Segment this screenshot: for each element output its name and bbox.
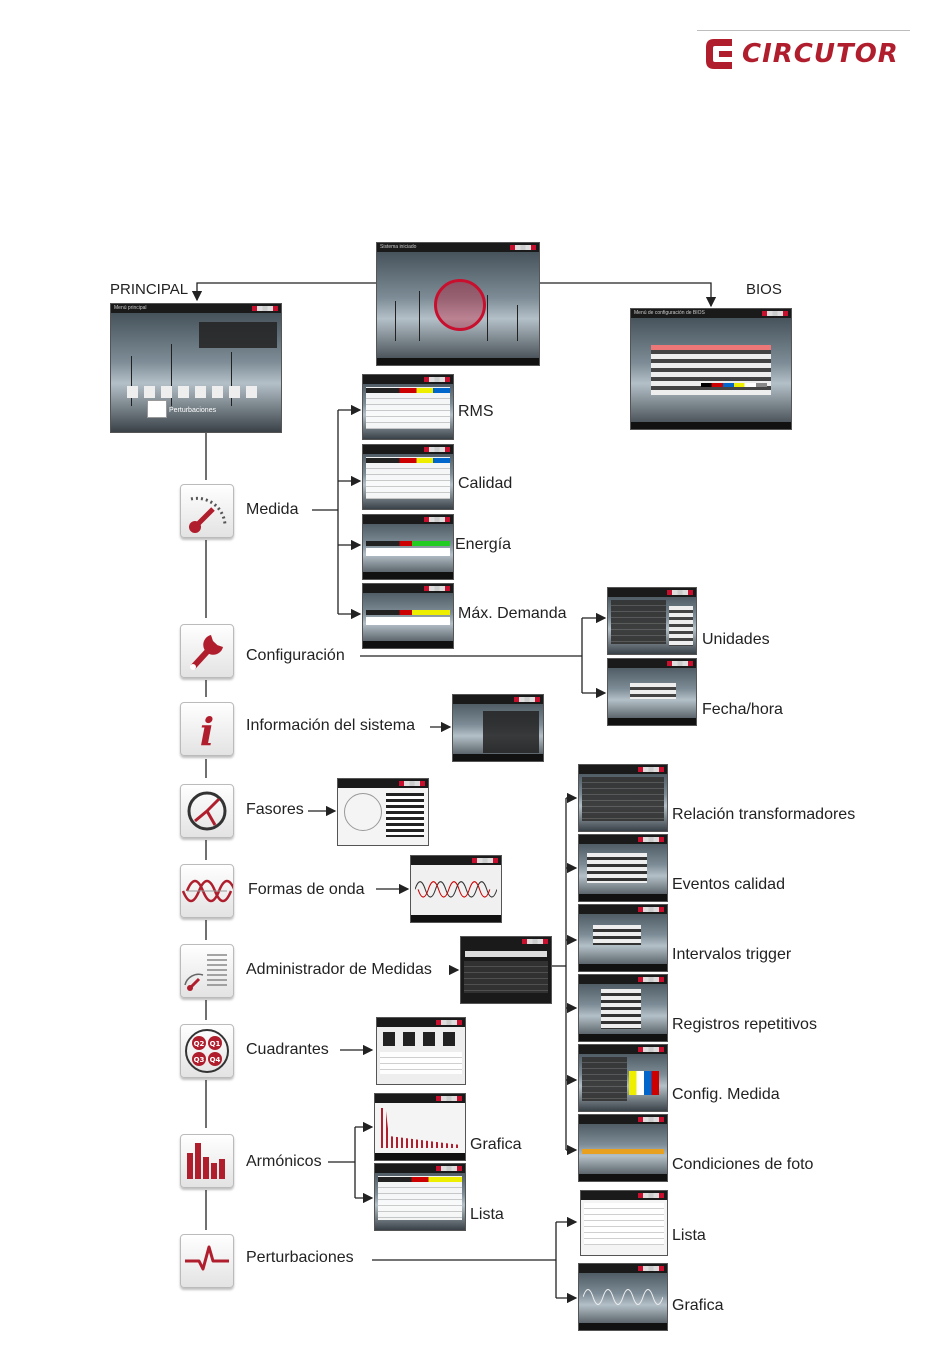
informacion-screenshot[interactable] — [452, 694, 544, 762]
principal-label: PRINCIPAL — [110, 281, 189, 298]
registros-repetitivos-screenshot[interactable] — [578, 974, 668, 1042]
principal-menu-screenshot[interactable]: Menú principal Perturbaciones — [110, 303, 282, 433]
cuadrantes-icon[interactable]: Q2 Q1 Q3 Q4 — [180, 1024, 234, 1078]
admin-sub-relacion: Relación transformadores — [672, 806, 856, 823]
administrador-screenshot[interactable] — [460, 936, 552, 1004]
armonicos-grafica-screenshot[interactable] — [374, 1093, 466, 1161]
perturbaciones-sub-lista: Lista — [672, 1227, 706, 1244]
menu-label-cuadrantes: Cuadrantes — [246, 1041, 329, 1058]
medida-icon[interactable] — [180, 484, 234, 538]
quadrant-q2-label: Q2 — [194, 1040, 205, 1048]
calidad-screenshot[interactable] — [362, 444, 454, 510]
menu-label-fasores: Fasores — [246, 801, 304, 818]
admin-sub-eventos: Eventos calidad — [672, 876, 785, 893]
configuracion-icon[interactable] — [180, 624, 234, 678]
menu-label-configuracion: Configuración — [246, 647, 345, 664]
menu-label-formas-onda: Formas de onda — [248, 881, 365, 898]
perturbaciones-lista-screenshot[interactable] — [580, 1190, 668, 1256]
formas-onda-screenshot[interactable] — [410, 855, 502, 923]
info-icon[interactable]: i — [180, 702, 234, 756]
relacion-transformadores-screenshot[interactable] — [578, 764, 668, 832]
unidades-screenshot[interactable] — [607, 587, 697, 655]
intervalos-trigger-screenshot[interactable] — [578, 904, 668, 972]
circutor-logo-mark — [706, 39, 732, 69]
bios-screenshot[interactable]: Menú de configuración de BIOS — [630, 308, 792, 430]
cuadrantes-screenshot[interactable] — [376, 1017, 466, 1085]
fasores-icon[interactable] — [180, 784, 234, 838]
formas-onda-icon[interactable] — [180, 864, 234, 918]
bios-screen-title: Menú de configuración de BIOS — [631, 309, 791, 318]
admin-sub-config-medida: Config. Medida — [672, 1086, 780, 1103]
principal-overlay-label: Perturbaciones — [169, 407, 217, 414]
startup-screen-title: Sistema iniciado — [377, 243, 539, 252]
menu-label-medida: Medida — [246, 501, 299, 518]
principal-screen-title: Menú principal — [111, 304, 281, 313]
administrador-icon[interactable] — [180, 944, 234, 998]
armonicos-icon[interactable] — [180, 1134, 234, 1188]
svg-text:i: i — [200, 709, 214, 754]
perturbaciones-icon[interactable] — [180, 1234, 234, 1288]
armonicos-sub-grafica: Grafica — [470, 1136, 522, 1153]
menu-label-administrador: Administrador de Medidas — [246, 961, 432, 978]
config-sub-fecha-hora: Fecha/hora — [702, 701, 783, 718]
admin-sub-registros: Registros repetitivos — [672, 1016, 817, 1033]
quadrant-q4-label: Q4 — [210, 1056, 221, 1064]
armonicos-lista-screenshot[interactable] — [374, 1163, 466, 1231]
admin-sub-condiciones: Condiciones de foto — [672, 1156, 814, 1173]
circutor-seal-icon — [434, 279, 486, 331]
medida-sub-calidad: Calidad — [458, 475, 513, 492]
startup-screenshot[interactable]: Sistema iniciado — [376, 242, 540, 366]
fecha-hora-screenshot[interactable] — [607, 658, 697, 726]
medida-sub-max-demanda: Máx. Demanda — [458, 605, 567, 622]
config-sub-unidades: Unidades — [702, 631, 770, 648]
energia-screenshot[interactable] — [362, 514, 454, 580]
armonicos-sub-lista: Lista — [470, 1206, 504, 1223]
header-rule — [697, 30, 910, 31]
medida-sub-energia: Energía — [455, 536, 512, 553]
quadrant-q1-label: Q1 — [210, 1040, 221, 1048]
menu-label-perturbaciones: Perturbaciones — [246, 1249, 354, 1266]
medida-sub-rms: RMS — [458, 403, 494, 420]
rms-screenshot[interactable] — [362, 374, 454, 440]
config-medida-screenshot[interactable] — [578, 1044, 668, 1112]
max-demanda-screenshot[interactable] — [362, 583, 454, 649]
condiciones-foto-screenshot[interactable] — [578, 1114, 668, 1182]
admin-sub-intervalos: Intervalos trigger — [672, 946, 792, 963]
menu-label-armonicos: Armónicos — [246, 1153, 322, 1170]
perturbaciones-grafica-screenshot[interactable] — [578, 1263, 668, 1331]
circutor-logo: CIRCUTOR — [702, 34, 899, 74]
quadrant-q3-label: Q3 — [194, 1056, 205, 1064]
bios-label: BIOS — [746, 281, 782, 298]
eventos-calidad-screenshot[interactable] — [578, 834, 668, 902]
menu-label-informacion: Información del sistema — [246, 717, 415, 734]
fasores-screenshot[interactable] — [337, 778, 429, 846]
perturbaciones-sub-grafica: Grafica — [672, 1297, 724, 1314]
brand-name: CIRCUTOR — [742, 39, 899, 69]
